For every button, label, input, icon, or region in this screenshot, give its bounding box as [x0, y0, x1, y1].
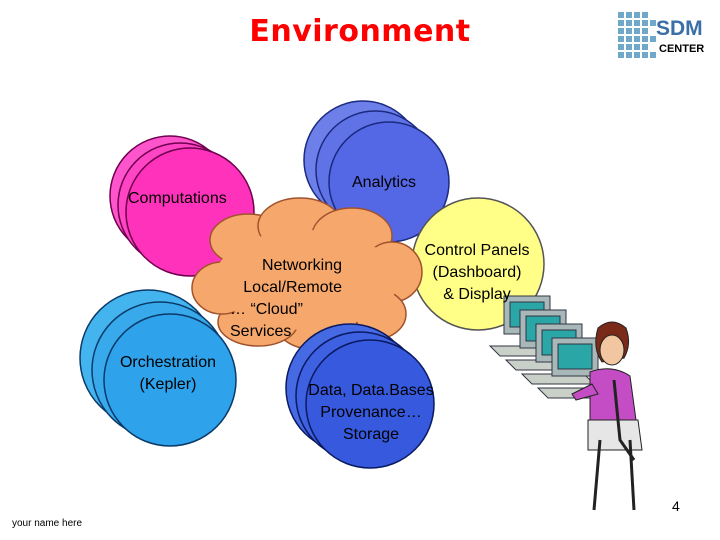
data-label-3: Storage: [342, 426, 400, 443]
slide-title: Environment: [249, 14, 471, 49]
orchestration-label-2: (Kepler): [139, 376, 197, 393]
data-label-1: Data, Data.Bases: [308, 382, 434, 399]
workstations-clipart: [488, 295, 612, 399]
logo-text-center: CENTER: [659, 43, 704, 55]
networking-label-4: Services: [230, 323, 292, 340]
networking-label-3: … “Cloud”: [230, 301, 303, 318]
orchestration-node: [79, 289, 237, 447]
control-panels-label-2: (Dashboard): [432, 264, 522, 281]
control-panels-label-3: & Display: [443, 286, 511, 303]
networking-label-1: Networking: [261, 257, 342, 274]
data-label-2: Provenance…: [320, 404, 422, 421]
data-node: [285, 323, 435, 469]
orchestration-label-1: Orchestration: [119, 354, 217, 371]
footer-text: your name here: [12, 518, 83, 529]
analytics-label: Analytics: [352, 174, 417, 191]
person-clipart: [571, 321, 643, 511]
logo-text-sdm: SDM: [656, 17, 703, 40]
computations-label: Computations: [128, 190, 227, 207]
networking-label-2: Local/Remote: [243, 279, 342, 296]
control-panels-label-1: Control Panels: [424, 242, 530, 259]
page-number: 4: [672, 498, 680, 514]
sdm-center-logo: SDM CENTER: [618, 12, 704, 58]
